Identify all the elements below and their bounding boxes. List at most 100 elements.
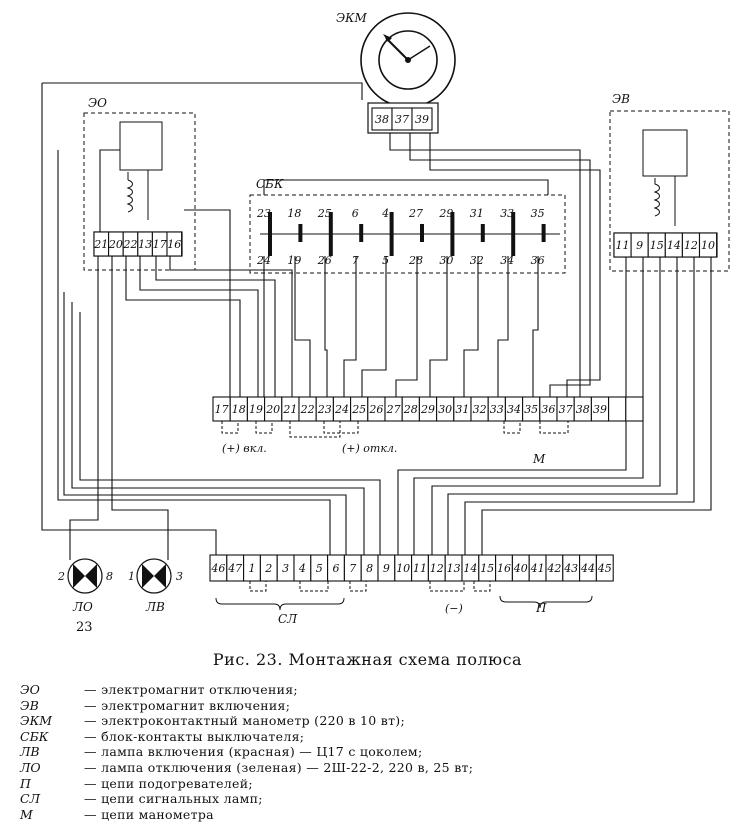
sbk-bottom-terminal: 34 (500, 254, 514, 267)
sbk-top-terminal: 4 (381, 207, 389, 220)
ev-terminal-label: 14 (667, 239, 681, 252)
strip2-terminal-label: 15 (480, 562, 494, 575)
legend-row: ЛВ— лампа включения (красная) — Ц17 с цо… (20, 744, 620, 760)
wire (429, 256, 448, 397)
legend-text: — электромагнит отключения; (84, 682, 298, 697)
jumper-mark (289, 421, 341, 438)
legend-key: ЛО (20, 759, 41, 775)
wire (155, 256, 276, 397)
legend-key: П (20, 775, 31, 791)
legend-text: — электромагнит включения; (84, 697, 291, 713)
strip2-terminal-label: 5 (316, 562, 323, 575)
strip1-terminal-label: 35 (524, 403, 538, 416)
legend-row: ЭО — электромагнит отключения; (20, 682, 620, 698)
ev-cell (698, 232, 718, 258)
strip1-terminal-label: 30 (438, 403, 452, 416)
strip1-terminal-label: 24 (334, 403, 349, 416)
legend: ЭО— электромагнит отключения;ЭВ— электро… (20, 682, 620, 822)
figure-caption: Рис. 23. Монтажная схема полюса (212, 650, 523, 669)
ekm-terminal-label: 37 (395, 113, 409, 126)
eo-cell (166, 231, 183, 257)
legend-key: ЭО (20, 682, 40, 697)
wire (361, 256, 387, 397)
wire (263, 179, 549, 195)
jumper-mark (221, 421, 239, 434)
sbk-label: СБК (256, 177, 284, 191)
strip1-terminal-label: 33 (490, 403, 504, 416)
strip1-terminal-label: 18 (232, 403, 246, 416)
sbk-top-terminal: 29 (438, 207, 453, 220)
strip2-terminal-label: 44 (580, 562, 595, 575)
sbk-bottom-terminal: 24 (256, 254, 271, 267)
wire (395, 256, 418, 397)
ev-terminal-label: 10 (701, 239, 715, 252)
legend-text: — цепи подогревателей; (84, 775, 253, 791)
legend-row: ЭКМ— электроконтактный манометр (220 в 1… (20, 713, 620, 729)
strip1-cell (625, 396, 644, 422)
sbk-contact (389, 212, 394, 256)
sbk-top-terminal: 6 (352, 207, 359, 220)
ev-terminal-label: 9 (636, 239, 643, 252)
strip1-terminal-label: 20 (265, 403, 280, 416)
wire (447, 257, 678, 555)
strip2-terminal-label: 2 (264, 562, 272, 575)
wire (343, 256, 357, 397)
wires (41, 82, 712, 560)
jumper-mark (299, 581, 329, 592)
strip2-cell (595, 554, 614, 582)
strip1-cell (608, 396, 627, 422)
strip1-terminal-label: 39 (593, 403, 607, 416)
sbk-contact (268, 212, 272, 256)
strip2-label-p: П (535, 601, 547, 615)
legend-text: — цепи манометра (84, 806, 214, 822)
legend-row: СБК— блок-контакты выключателя; (20, 729, 620, 745)
wire (42, 82, 363, 100)
wire (464, 257, 695, 555)
strip2-terminal-label: 16 (497, 562, 511, 575)
ekm-terminal-label: 39 (415, 113, 429, 126)
strip1-terminal-label: 19 (249, 403, 263, 416)
jumper-mark (249, 581, 267, 592)
strip2-terminal-label: 43 (563, 562, 578, 575)
sbk-top-terminal: 31 (470, 207, 484, 220)
strip2-terminal-label: 12 (430, 562, 444, 575)
sbk-bottom-terminal: 36 (531, 254, 545, 267)
lamp-lo-right-terminal: 8 (106, 570, 113, 583)
ev-terminal-label: 11 (616, 239, 630, 252)
legend-key: СБК (20, 728, 49, 744)
sbk-contact (511, 212, 516, 256)
legend-text: — цепи сигнальных ламп; (84, 791, 263, 807)
wire (69, 256, 99, 560)
jumper-mark (323, 421, 359, 434)
jumper-mark (255, 421, 273, 434)
legend-key: СЛ (20, 791, 40, 807)
legend-key: М (20, 806, 33, 822)
strip2-terminal-label: 8 (366, 562, 373, 575)
ekm-label: ЭКМ (336, 11, 367, 25)
ekm-cell (411, 107, 433, 131)
strip2-terminal-label: 3 (282, 562, 289, 575)
strip2-terminal-label: 45 (597, 562, 612, 575)
lamp-figure-number: 23 (76, 620, 93, 635)
wire (413, 257, 644, 555)
strip2-terminal-label: 42 (546, 562, 561, 575)
jumper-mark (429, 581, 465, 592)
strip1-terminal-label: 36 (541, 403, 555, 416)
jumper-mark (349, 581, 367, 592)
strip1-label-otkl: (+) откл. (342, 442, 397, 455)
wire (111, 256, 169, 560)
eo-terminal-label: 16 (167, 238, 181, 251)
wire (125, 256, 241, 397)
strip2-terminal-label: 10 (396, 562, 410, 575)
strip1-terminal-label: 23 (317, 403, 332, 416)
sbk-contact (420, 224, 424, 242)
wire (169, 256, 293, 397)
wire (184, 209, 231, 397)
strip1-terminal-label: 38 (576, 403, 590, 416)
strip1-terminal-label: 21 (282, 403, 297, 416)
strip2-terminal-label: 1 (249, 562, 256, 575)
wire (497, 256, 509, 397)
